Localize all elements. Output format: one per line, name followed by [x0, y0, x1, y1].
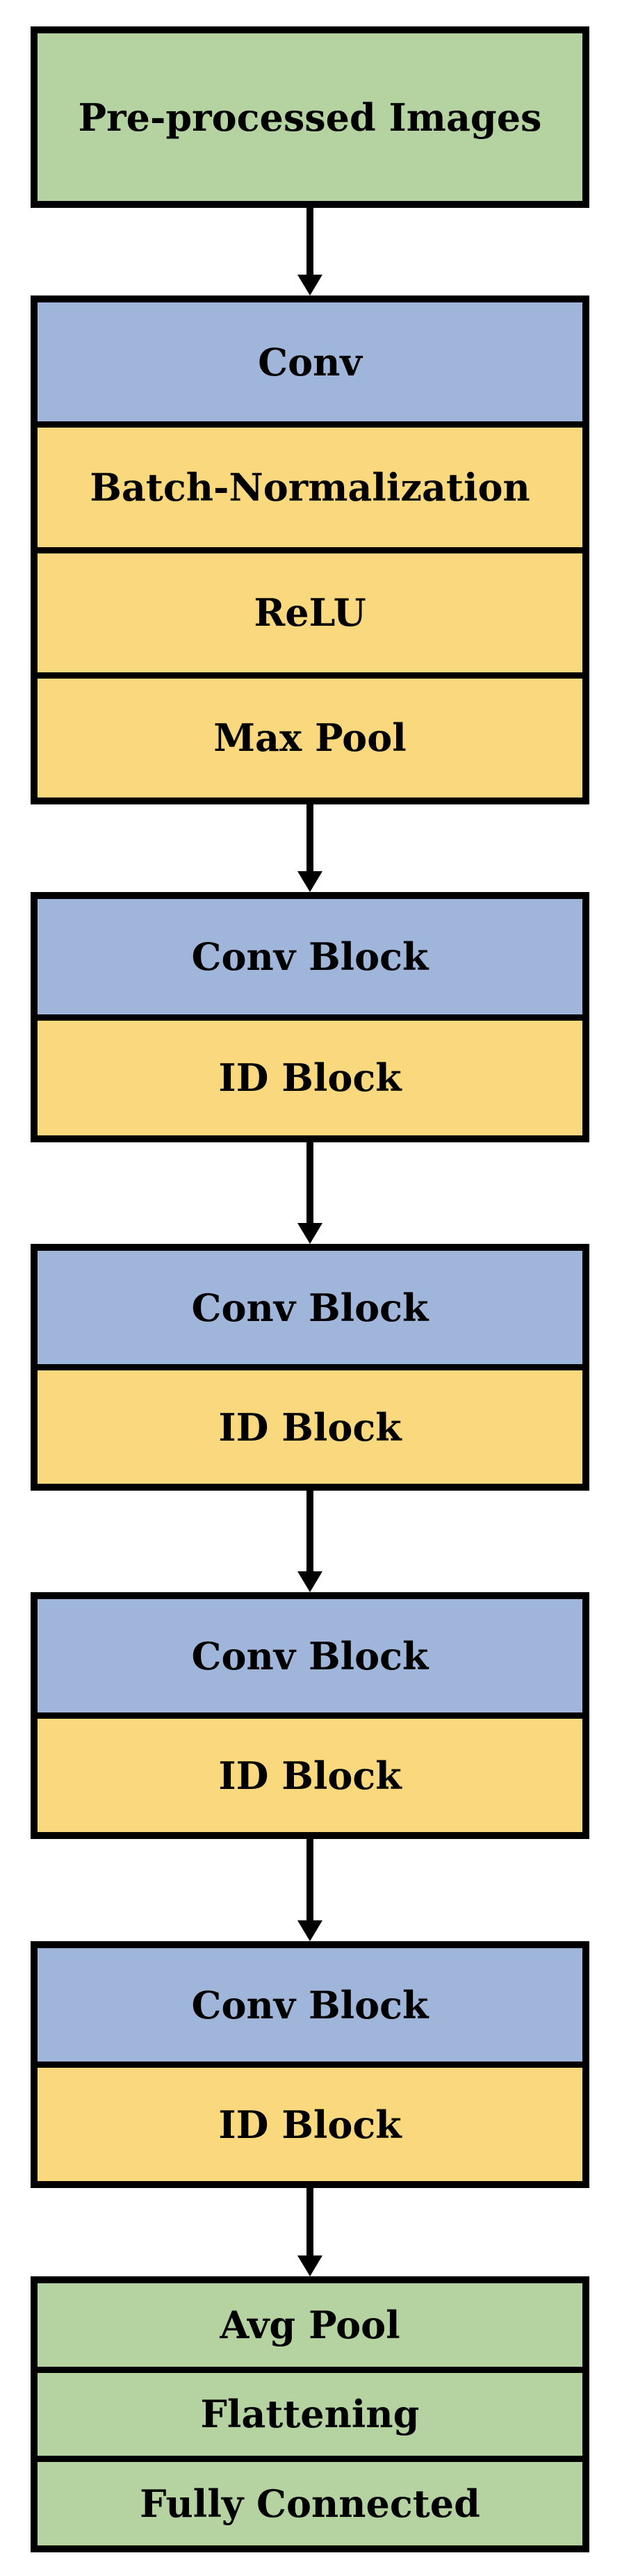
- layer-conv: Conv: [38, 302, 582, 428]
- layer-pre-processed-images: Pre-processed Images: [38, 33, 582, 201]
- layer-relu: ReLU: [38, 553, 582, 679]
- layer-id-block: ID Block: [38, 1370, 582, 1484]
- layer-conv-block: Conv Block: [38, 1251, 582, 1370]
- layer-conv-block: Conv Block: [38, 899, 582, 1021]
- stage-head: Avg Pool Flattening Fully Connected: [31, 2276, 589, 2552]
- layer-id-block: ID Block: [38, 1020, 582, 1135]
- layer-id-block: ID Block: [38, 2068, 582, 2181]
- stage-residual-4: Conv Block ID Block: [31, 1941, 589, 2188]
- layer-avg-pool: Avg Pool: [38, 2283, 582, 2373]
- layer-batch-normalization: Batch-Normalization: [38, 428, 582, 553]
- layer-flattening: Flattening: [38, 2372, 582, 2463]
- stage-residual-3: Conv Block ID Block: [31, 1592, 589, 1839]
- layer-max-pool: Max Pool: [38, 678, 582, 797]
- layer-fully-connected: Fully Connected: [38, 2462, 582, 2545]
- stage-residual-2: Conv Block ID Block: [31, 1244, 589, 1491]
- layer-conv-block: Conv Block: [38, 1948, 582, 2068]
- stage-stem: Conv Batch-Normalization ReLU Max Pool: [31, 295, 589, 804]
- layer-id-block: ID Block: [38, 1719, 582, 1832]
- stage-input: Pre-processed Images: [31, 26, 589, 208]
- stage-residual-1: Conv Block ID Block: [31, 892, 589, 1142]
- layer-conv-block: Conv Block: [38, 1599, 582, 1719]
